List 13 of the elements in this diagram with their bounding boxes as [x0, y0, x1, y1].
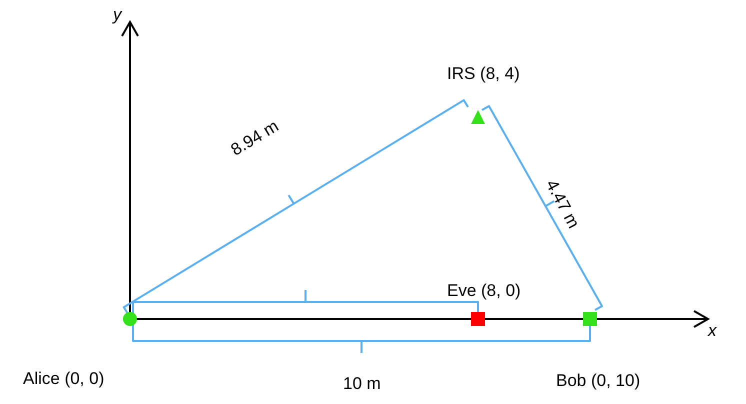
point-label: IRS (8, 4) — [447, 65, 520, 82]
point-marker — [123, 312, 137, 326]
axis-label: x — [708, 322, 716, 339]
point-label: Alice (0, 0) — [23, 370, 104, 387]
dimension-label: 4.47 m — [543, 177, 582, 231]
point-marker — [583, 312, 597, 326]
dimension-label: 10 m — [343, 375, 381, 392]
point-marker — [471, 312, 485, 326]
point-label: Bob (0, 10) — [556, 372, 640, 389]
axis-label: y — [113, 6, 122, 23]
dimension-label: 8.94 m — [228, 117, 282, 159]
point-label: Eve (8, 0) — [447, 282, 521, 299]
point-marker — [471, 110, 485, 124]
